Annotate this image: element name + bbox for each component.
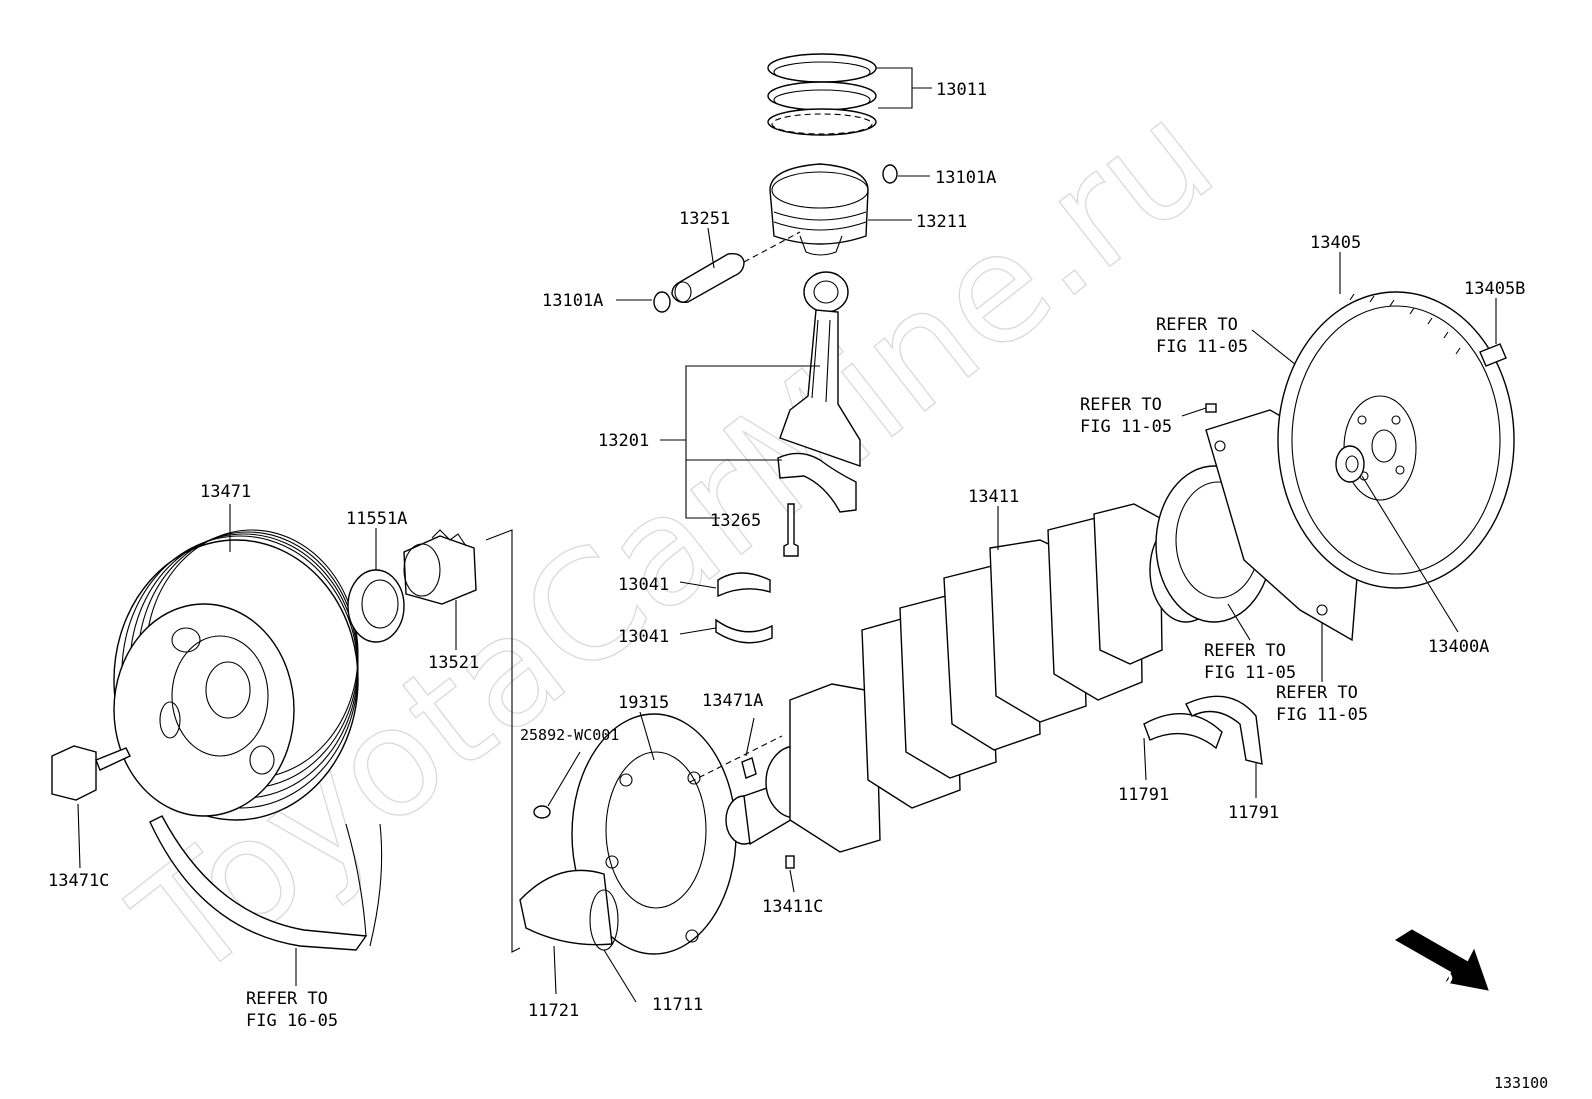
- label-13471C[interactable]: 13471C: [48, 871, 109, 891]
- refer-note-1-line1[interactable]: REFER TO: [1156, 315, 1238, 335]
- snap-ring-left-part[interactable]: [653, 291, 671, 313]
- oil-seal-part[interactable]: [347, 569, 405, 643]
- leader-25892: [547, 751, 581, 807]
- leader-13471A: [745, 717, 755, 757]
- leader-13011: [876, 67, 932, 109]
- flywheel-part[interactable]: [1277, 291, 1515, 589]
- label-13471A[interactable]: 13471A: [702, 691, 763, 711]
- label-13011[interactable]: 13011: [936, 80, 987, 100]
- sleeve-11721-part[interactable]: [519, 869, 613, 946]
- label-13211[interactable]: 13211: [916, 212, 967, 232]
- pulley-bolt-part[interactable]: [51, 745, 131, 801]
- thrust-washer-a-part[interactable]: [1143, 713, 1223, 750]
- label-13265[interactable]: 13265: [710, 511, 761, 531]
- label-19315[interactable]: 19315: [618, 693, 669, 713]
- crankshaft-part[interactable]: [725, 503, 1223, 853]
- figure-number: 133100: [1494, 1074, 1548, 1092]
- refer-note-3-line2[interactable]: FIG 11-05: [1204, 663, 1296, 683]
- leader-13251: [707, 227, 715, 269]
- leader-13041-a: [679, 581, 717, 589]
- leader-11721: [553, 945, 557, 995]
- label-13411[interactable]: 13411: [968, 487, 1019, 507]
- label-13405[interactable]: 13405: [1310, 233, 1361, 253]
- v-ribbed-belt-part[interactable]: [149, 815, 383, 951]
- leader-13041-b: [679, 627, 717, 635]
- refer-note-2-line1[interactable]: REFER TO: [1080, 395, 1162, 415]
- label-13201[interactable]: 13201: [598, 431, 649, 451]
- label-13521[interactable]: 13521: [428, 653, 479, 673]
- leader-refer-2: [1181, 407, 1207, 417]
- snap-ring-top-part[interactable]: [882, 164, 898, 184]
- label-13405B[interactable]: 13405B: [1464, 279, 1525, 299]
- label-11551A[interactable]: 11551A: [346, 509, 407, 529]
- refer-note-5-line1[interactable]: REFER TO: [246, 989, 328, 1009]
- leader-11791-a: [1143, 737, 1147, 781]
- label-13471[interactable]: 13471: [200, 482, 251, 502]
- crank-pin-part[interactable]: [785, 855, 795, 869]
- piston-pin-part[interactable]: [671, 252, 745, 304]
- dowel-pin-part[interactable]: [1205, 403, 1217, 413]
- leader-11711: [603, 949, 637, 1003]
- leader-13201: [660, 365, 820, 519]
- label-11711[interactable]: 11711: [652, 995, 703, 1015]
- label-11721[interactable]: 11721: [528, 1001, 579, 1021]
- leader-13400A: [1361, 475, 1459, 633]
- refer-note-3-line1[interactable]: REFER TO: [1204, 641, 1286, 661]
- label-13400A[interactable]: 13400A: [1428, 637, 1489, 657]
- pilot-bearing-part[interactable]: [1335, 445, 1365, 483]
- part-labels: 13011 13101A 13211 13251 13101A 13201 13…: [48, 80, 1548, 1092]
- plate-screw-part[interactable]: [533, 805, 551, 819]
- label-25892-WC001[interactable]: 25892-WC001: [520, 726, 619, 744]
- group-bracket: [485, 529, 521, 953]
- leader-13411C: [789, 869, 795, 893]
- label-13041-b[interactable]: 13041: [618, 627, 669, 647]
- refer-note-1-line2[interactable]: FIG 11-05: [1156, 337, 1248, 357]
- flywheel-bolt-part[interactable]: [1479, 343, 1507, 367]
- rod-bolt-part[interactable]: [783, 503, 799, 557]
- refer-note-4-line1[interactable]: REFER TO: [1276, 683, 1358, 703]
- crank-key-part[interactable]: [741, 757, 757, 779]
- refer-note-2-line2[interactable]: FIG 11-05: [1080, 417, 1172, 437]
- timing-sprocket-part[interactable]: [403, 529, 477, 605]
- connecting-rod-part[interactable]: [777, 271, 861, 513]
- label-13101A-top[interactable]: 13101A: [935, 168, 996, 188]
- leader-19315: [639, 711, 655, 761]
- label-11791-b[interactable]: 11791: [1228, 803, 1279, 823]
- forward-direction-arrow: FWD: [1395, 929, 1489, 992]
- label-13251[interactable]: 13251: [679, 209, 730, 229]
- leader-refer-3: [1227, 603, 1251, 641]
- crank-bearing-lower-part[interactable]: [715, 618, 773, 644]
- label-11791-a[interactable]: 11791: [1118, 785, 1169, 805]
- leader-13471C: [77, 803, 81, 869]
- label-13411C[interactable]: 13411C: [762, 897, 823, 917]
- crankshaft-pulley-part[interactable]: [113, 529, 359, 821]
- crank-bearing-upper-part[interactable]: [717, 572, 771, 598]
- label-13041-a[interactable]: 13041: [618, 575, 669, 595]
- piston-part[interactable]: [769, 163, 869, 256]
- label-13101A-left[interactable]: 13101A: [542, 291, 603, 311]
- piston-rings-part[interactable]: [767, 53, 877, 136]
- refer-note-5-line2[interactable]: FIG 16-05: [246, 1011, 338, 1031]
- thrust-washer-b-part[interactable]: [1185, 695, 1263, 765]
- refer-note-4-line2[interactable]: FIG 11-05: [1276, 705, 1368, 725]
